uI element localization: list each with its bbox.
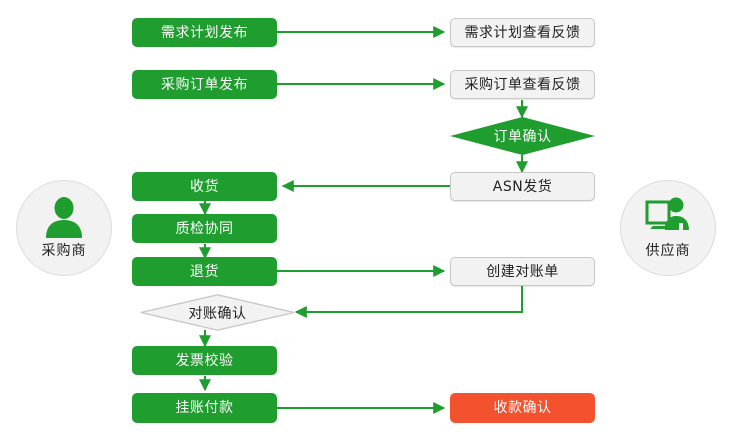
edge-create-statement-to-statement-confirm: [294, 286, 523, 318]
person-icon: [46, 197, 82, 238]
node-receipt-confirm-label: 收款确认: [493, 400, 552, 416]
node-order-confirm-label: 订单确认: [493, 129, 552, 145]
statement-confirm-diamond-shape: [140, 294, 295, 331]
node-asn-ship[interactable]: ASN发货: [450, 172, 595, 201]
node-receive-goods[interactable]: 收货: [132, 172, 277, 201]
actor-supplier-label: 供应商: [645, 243, 691, 259]
actor-buyer: 采购商: [16, 180, 112, 276]
node-demand-plan-feedback[interactable]: 需求计划查看反馈: [450, 18, 595, 47]
node-return-goods[interactable]: 退货: [132, 257, 277, 286]
node-invoice-check-label: 发票校验: [175, 352, 234, 369]
node-po-feedback-label: 采购订单查看反馈: [464, 76, 581, 93]
node-receive-goods-label: 收货: [190, 178, 219, 195]
node-receipt-confirm[interactable]: 收款确认: [450, 393, 595, 423]
node-statement-confirm-label: 对账确认: [188, 305, 247, 322]
actor-buyer-label: 采购商: [41, 243, 87, 259]
node-return-goods-label: 退货: [190, 263, 219, 280]
actor-supplier: 供应商: [620, 180, 716, 276]
order-confirm-diamond-shape: [450, 117, 595, 155]
node-asn-ship-label: ASN发货: [492, 178, 553, 195]
node-po-publish-label: 采购订单发布: [161, 76, 248, 93]
node-qc-collab[interactable]: 质检协同: [132, 214, 277, 243]
node-invoice-check[interactable]: 发票校验: [132, 346, 277, 375]
node-demand-plan-publish-label: 需求计划发布: [161, 24, 248, 41]
node-po-publish[interactable]: 采购订单发布: [132, 70, 277, 99]
node-payable-payment-label: 挂账付款: [175, 400, 234, 416]
node-demand-plan-publish[interactable]: 需求计划发布: [132, 18, 277, 47]
node-qc-collab-label: 质检协同: [175, 220, 234, 237]
node-statement-confirm[interactable]: 对账确认: [140, 294, 295, 331]
node-demand-plan-feedback-label: 需求计划查看反馈: [464, 24, 581, 41]
node-create-statement-label: 创建对账单: [486, 263, 559, 280]
person-at-computer-icon: [645, 197, 689, 230]
node-po-feedback[interactable]: 采购订单查看反馈: [450, 70, 595, 99]
node-order-confirm[interactable]: 订单确认: [450, 117, 595, 155]
node-payable-payment[interactable]: 挂账付款: [132, 393, 277, 423]
node-create-statement[interactable]: 创建对账单: [450, 257, 595, 286]
